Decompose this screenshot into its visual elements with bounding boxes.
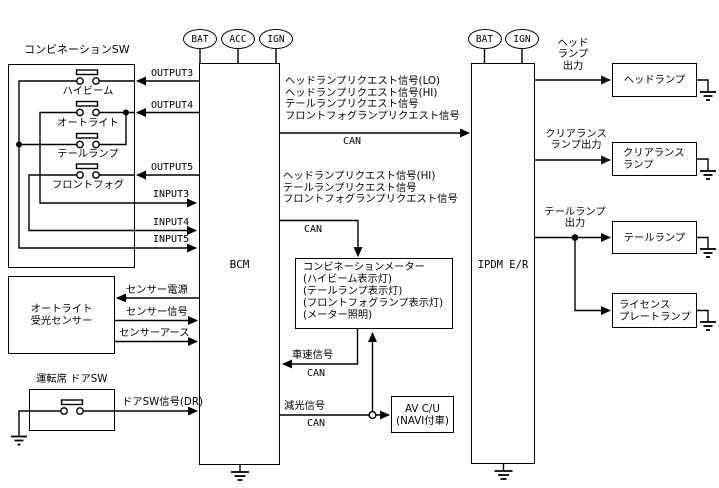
can-to-ipdm-bus-label: CAN — [343, 136, 362, 147]
can-to-meter-signals: ヘッドランプリクエスト信号(HI) テールランプリクエスト信号 フロントフォグラ… — [283, 170, 458, 206]
bcm-acc-terminal: ACC — [221, 29, 255, 49]
clearance-lamp-output-label: クリアランス ランプ出力 — [545, 127, 607, 152]
door-sw-signal-label: ドアSW信号(DR) — [122, 395, 204, 408]
av-cu-box: AV C/U (NAVI付車) — [391, 396, 454, 433]
combination-meter-title: コンビネーションメーター — [303, 262, 425, 273]
bcm-bat-terminal: BAT — [183, 29, 217, 49]
bcm-port-input3: INPUT3 — [153, 189, 190, 200]
sensor-signal-label: センサー信号 — [126, 305, 188, 318]
auto-light-sensor-box: オートライト 受光センサー — [8, 276, 115, 354]
can-to-meter-bus-label: CAN — [304, 223, 323, 235]
ipdm-box — [471, 63, 535, 464]
combination-sw-box — [8, 64, 135, 268]
meter-item: (フロントフォグランプ表示灯) — [303, 297, 444, 309]
ipdm-label: IPDM E/R — [477, 259, 529, 271]
door-sw-box — [29, 389, 115, 431]
can-to-ipdm-signals: ヘッドランプリクエスト信号(LO) ヘッドランプリクエスト信号(HI) テールラ… — [285, 75, 460, 122]
license-plate-lamp-label: ライセンス プレートランプ — [619, 298, 691, 323]
ign-terminal-label: IGN — [267, 33, 285, 45]
dimming-bus-label: CAN — [307, 417, 326, 429]
bcm-port-input4: INPUT4 — [153, 216, 190, 228]
bcm-label: BCM — [229, 258, 250, 271]
bat-terminal-label: BAT — [475, 33, 494, 45]
ign-terminal-label: IGN — [513, 33, 531, 45]
headlamp-label: ヘッドランプ — [623, 74, 686, 86]
meter-item: (ハイビーム表示灯) — [303, 273, 392, 285]
ground-symbols — [11, 91, 716, 481]
sensor-ground-label: センサーアース — [119, 326, 190, 339]
ipdm-bat-terminal: BAT — [467, 29, 502, 49]
tail-lamp-box: テールランプ — [612, 221, 697, 254]
bcm-box — [199, 63, 280, 465]
av-cu-label: AV C/U (NAVI付車) — [396, 402, 449, 427]
tail-lamp-output-label: テールランプ 出力 — [544, 205, 606, 230]
wire-group — [18, 49, 709, 472]
bcm-port-input5: INPUT5 — [153, 234, 190, 245]
bcm-port-output4: OUTPUT4 — [151, 100, 194, 111]
door-sw-title: 運転席 ドアSW — [36, 373, 108, 385]
acc-terminal-label: ACC — [229, 33, 247, 45]
vehicle-speed-signal-label: 車速信号 — [292, 349, 334, 361]
switch-label-front-fog: フロントフォグ — [51, 178, 125, 191]
ipdm-ign-terminal: IGN — [505, 29, 539, 49]
switch-symbols — [60, 69, 100, 415]
clearance-lamp-label: クリアランス ランプ — [623, 147, 685, 171]
switch-label-high-beam: ハイビーム — [62, 85, 114, 97]
meter-item: (メーター照明) — [303, 309, 373, 321]
combination-meter-box: コンビネーションメーター (ハイビーム表示灯) (テールランプ表示灯) (フロン… — [295, 258, 453, 329]
switch-label-auto-light: オートライト — [57, 116, 119, 129]
sensor-power-label: センサー電源 — [126, 283, 188, 296]
meter-item: (テールランプ表示灯) — [303, 285, 403, 297]
headlamp-box: ヘッドランプ — [612, 63, 697, 97]
clearance-lamp-box: クリアランス ランプ — [612, 142, 697, 176]
bcm-port-output3: OUTPUT3 — [151, 67, 194, 79]
tail-lamp-label: テールランプ — [623, 231, 686, 244]
switch-label-tail-lamp: テールランプ — [57, 148, 119, 160]
bcm-ign-terminal: IGN — [259, 29, 293, 49]
dimming-signal-label: 減光信号 — [284, 399, 326, 412]
combination-sw-title: コンビネーションSW — [24, 43, 130, 56]
headlamp-output-label: ヘッド ランプ 出力 — [557, 36, 589, 72]
license-plate-lamp-box: ライセンス プレートランプ — [612, 293, 697, 328]
bcm-port-output5: OUTPUT5 — [151, 161, 194, 173]
vehicle-speed-bus-label: CAN — [307, 367, 326, 379]
auto-light-sensor-label: オートライト 受光センサー — [30, 303, 93, 327]
bat-terminal-label: BAT — [191, 33, 209, 45]
junction-dots — [16, 109, 579, 241]
open-junction-node — [368, 410, 377, 420]
